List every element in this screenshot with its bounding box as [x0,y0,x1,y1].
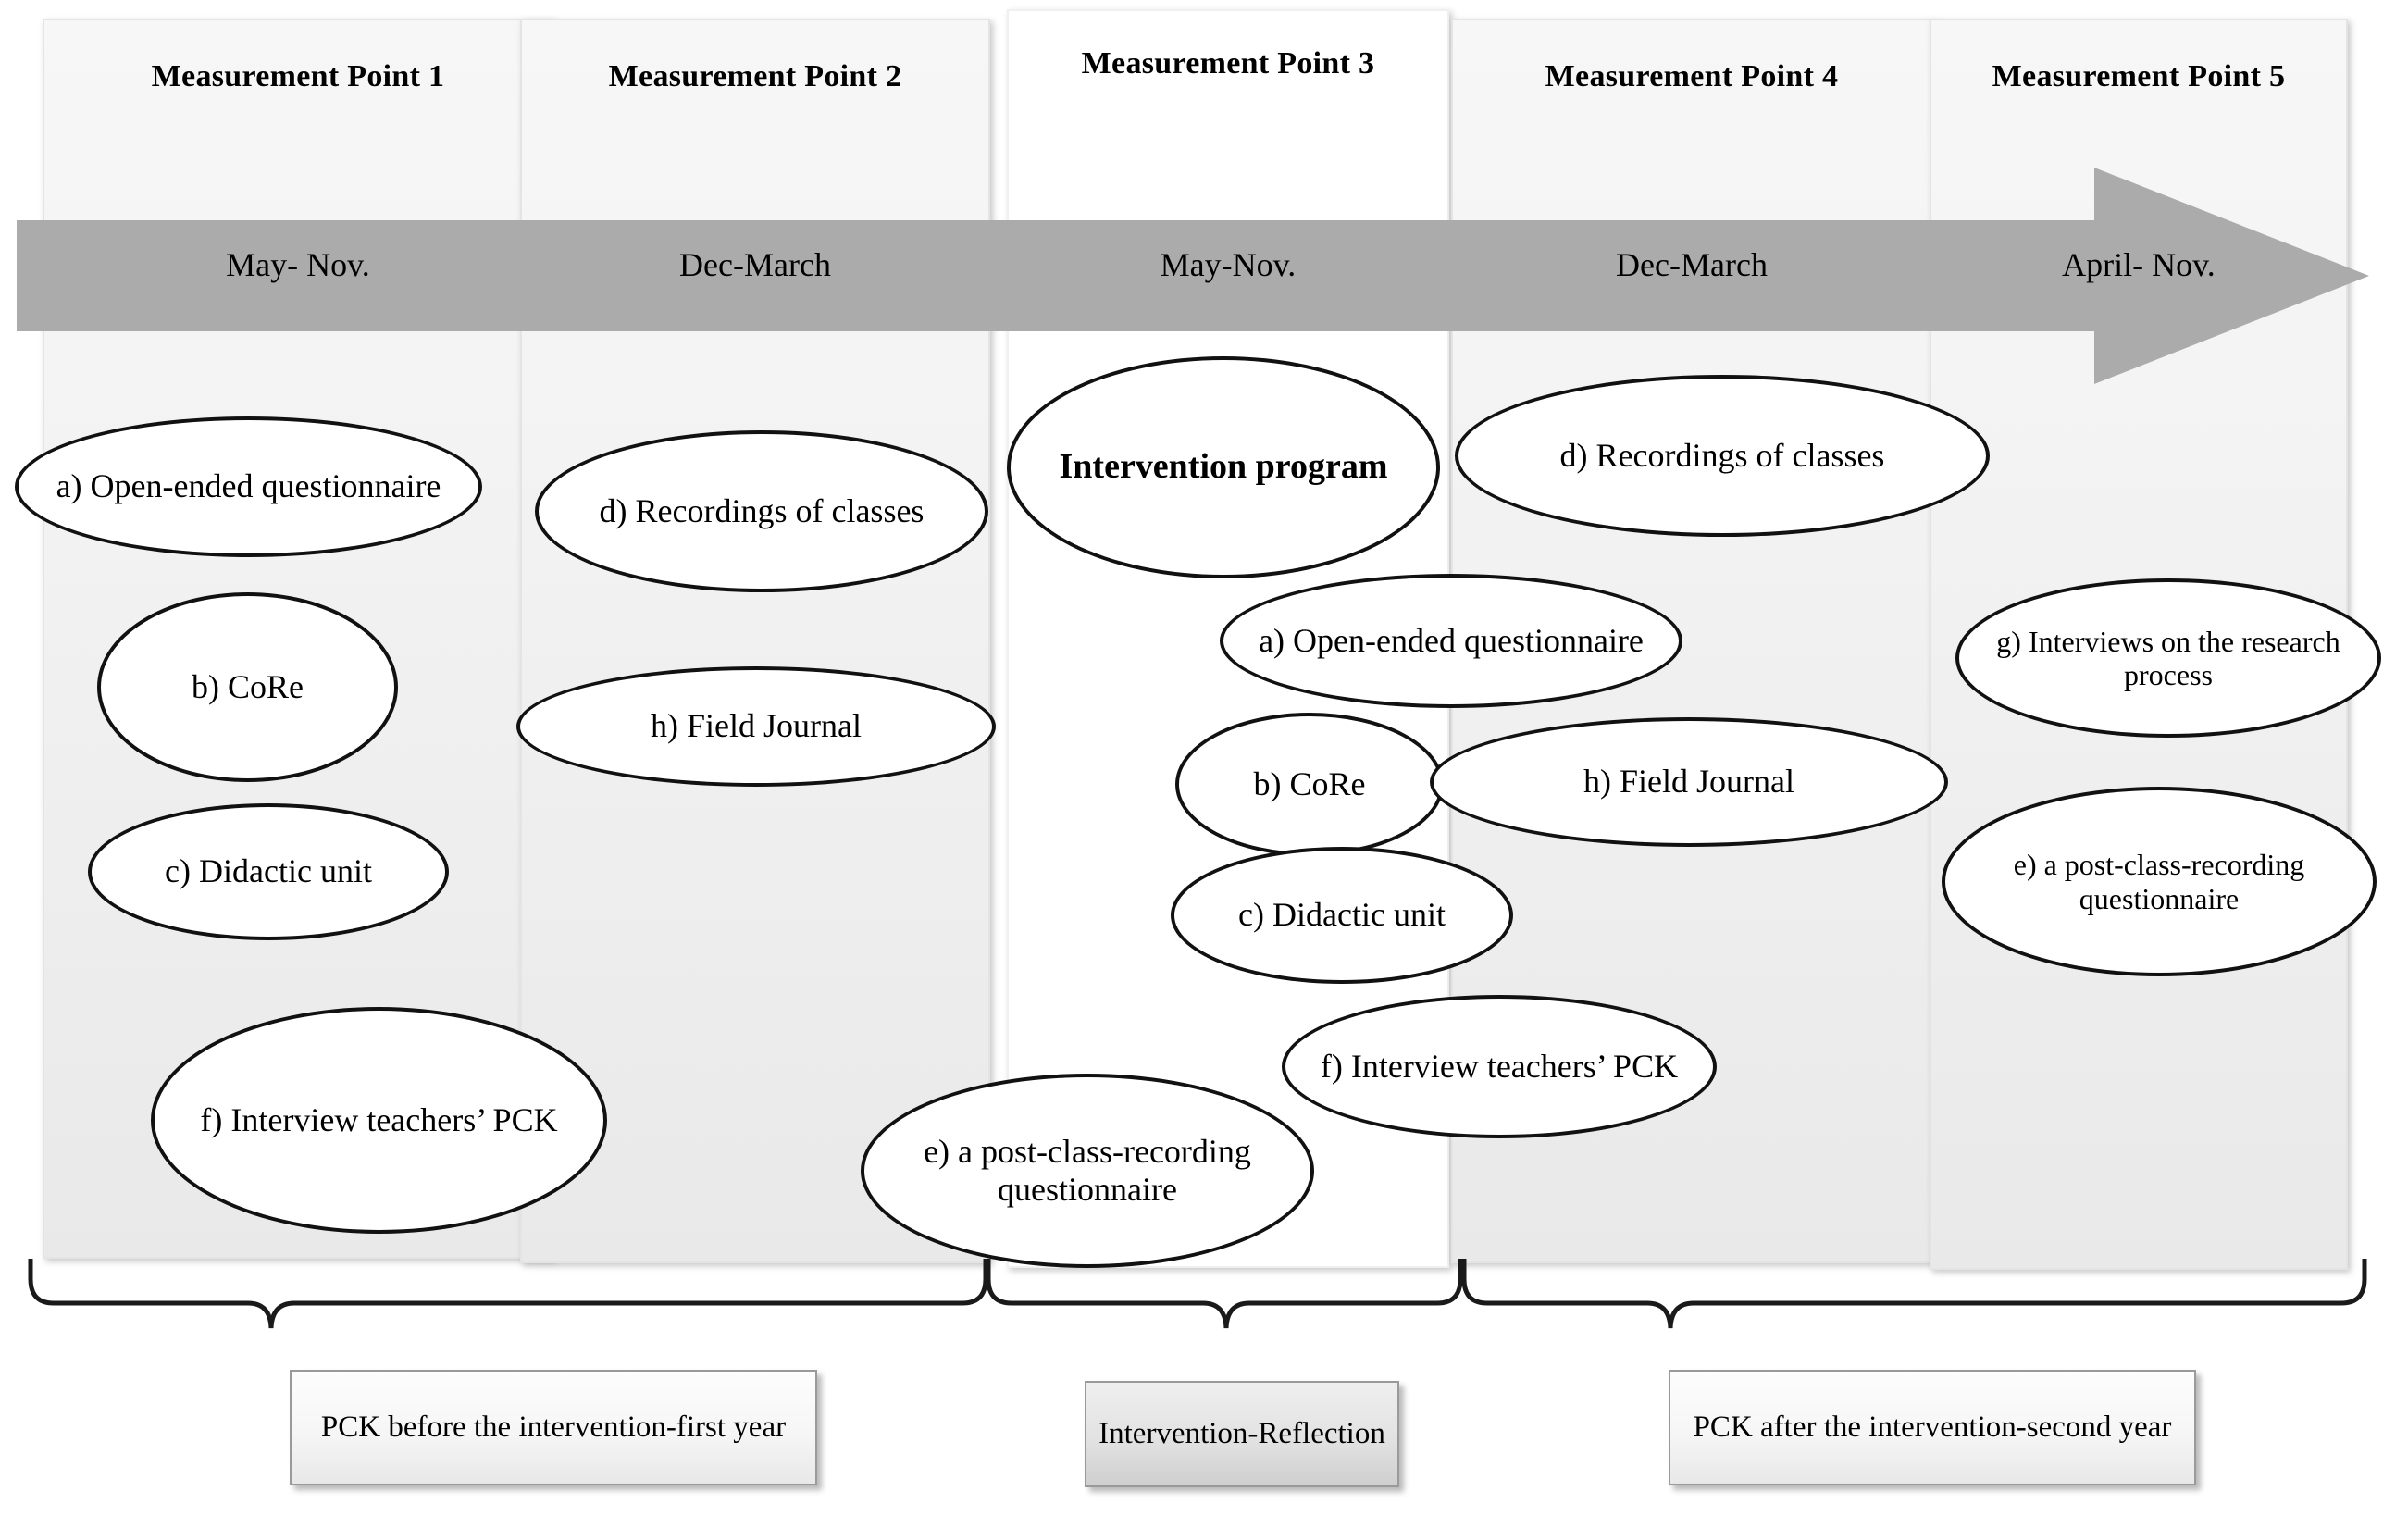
brace-phase-1 [28,1259,988,1329]
period-label-mp4: Dec-March [1616,246,1768,283]
instrument-label: e) a post-class-recording questionnaire [2013,848,2305,915]
instrument-label: h) Field Journal [651,707,862,745]
phase-label-box-intervention: Intervention-Reflection [1085,1381,1399,1487]
instrument-ellipse-mp1-f: f) Interview teachers’ PCK [151,1007,607,1234]
instrument-ellipse-mp3-a: a) Open-ended questionnaire [1220,574,1682,708]
instrument-ellipse-mp2-h: h) Field Journal [516,666,996,787]
phase-label-text: Intervention-Reflection [1098,1416,1385,1450]
phase-label-box-after: PCK after the intervention-second year [1669,1370,2196,1485]
instrument-label: d) Recordings of classes [599,491,925,529]
column-header-mp3: Measurement Point 3 [1081,46,1375,81]
instrument-label: c) Didactic unit [165,852,372,890]
instrument-label: f) Interview teachers’ PCK [1320,1047,1679,1085]
instrument-ellipse-mp3-intervention: Intervention program [1007,356,1440,578]
instrument-ellipse-mp3-h: h) Field Journal [1430,717,1948,847]
phase-label-box-before: PCK before the intervention-first year [290,1370,817,1485]
instrument-ellipse-mp5-g: g) Interviews on the research process [1955,578,2381,738]
column-header-mp5: Measurement Point 5 [1992,59,2286,93]
instrument-label: Intervention program [1059,447,1388,487]
period-label-mp3: May-Nov. [1160,246,1297,283]
phase-braces [28,1259,2367,1329]
timeline-arrow-head-icon [2094,168,2369,384]
instrument-label: f) Interview teachers’ PCK [200,1100,558,1138]
instrument-label: b) CoRe [1253,764,1366,802]
instrument-label: c) Didactic unit [1238,896,1446,934]
instrument-ellipse-mp1-c: c) Didactic unit [88,803,449,940]
instrument-ellipse-mp4-d: d) Recordings of classes [1455,375,1990,537]
column-header-mp4: Measurement Point 4 [1545,59,1839,93]
instrument-label: d) Recordings of classes [1559,436,1885,474]
instrument-label: e) a post-class-recording questionnaire [924,1132,1251,1208]
column-header-mp2: Measurement Point 2 [608,59,902,93]
instrument-ellipse-mp3-f: f) Interview teachers’ PCK [1282,995,1717,1138]
instrument-ellipse-mp1-b: b) CoRe [97,592,398,782]
period-label-mp2: Dec-March [679,246,831,283]
column-header-mp1: Measurement Point 1 [151,59,445,93]
phase-label-text: PCK after the intervention-second year [1693,1410,2172,1444]
instrument-ellipse-mp3-b: b) CoRe [1175,713,1444,856]
brace-phase-3 [1461,1259,2367,1329]
column-panel-mp2: Measurement Point 2 [520,19,990,1263]
instrument-label: g) Interviews on the research process [1996,624,2340,691]
instrument-ellipse-mp5-e: e) a post-class-recording questionnaire [1942,787,2377,976]
phase-label-text: PCK before the intervention-first year [320,1410,787,1444]
instrument-ellipse-mp2-d: d) Recordings of classes [535,430,988,592]
timeline-arrow-band [17,220,2099,331]
instrument-label: h) Field Journal [1583,763,1794,801]
instrument-label: a) Open-ended questionnaire [56,467,441,505]
instrument-ellipse-mp3-c: c) Didactic unit [1171,847,1513,984]
brace-phase-2 [986,1259,1463,1329]
period-label-mp1: May- Nov. [226,246,370,283]
instrument-label: a) Open-ended questionnaire [1259,621,1644,659]
period-label-mp5: April- Nov. [2062,246,2216,283]
instrument-ellipse-mp2-e: e) a post-class-recording questionnaire [861,1074,1314,1268]
instrument-ellipse-mp1-a: a) Open-ended questionnaire [15,416,482,557]
instrument-label: b) CoRe [192,667,304,705]
